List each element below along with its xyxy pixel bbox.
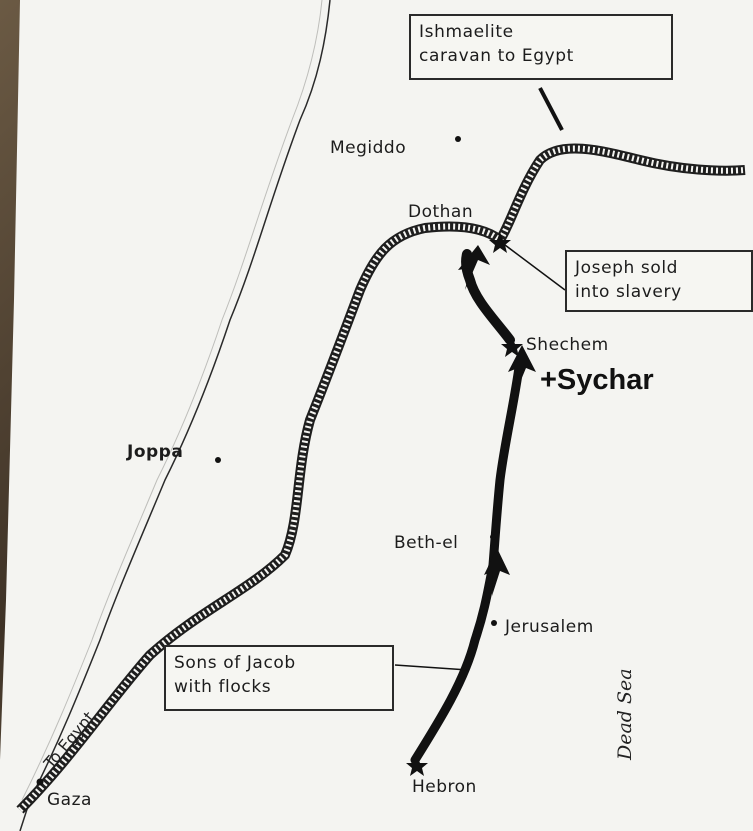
route-arrow-icon: [458, 245, 490, 290]
label-jerusalem: Jerusalem: [505, 617, 594, 637]
coastline: [19, 0, 331, 831]
callout-joseph-line2: into slavery: [575, 282, 682, 302]
callout-ishmaelite-line1: Ishmaelite: [419, 22, 514, 42]
bethel-dot-icon: [490, 534, 496, 540]
callout-sons-line2: with flocks: [174, 677, 272, 697]
callout-sons: Sons of Jacob with flocks: [164, 645, 394, 711]
shechem-star-icon: [501, 337, 523, 357]
label-bethel: Beth-el: [394, 533, 459, 553]
label-dead-sea: Dead Sea: [614, 668, 636, 760]
coastline-shade: [21, 0, 323, 801]
megiddo-dot-icon: [455, 136, 461, 142]
label-hebron: Hebron: [412, 777, 477, 797]
pointer-ishmaelite: [538, 87, 564, 131]
route-arrow-icon: [508, 345, 536, 392]
gaza-dot-icon: [36, 778, 44, 786]
label-sychar: +Sychar: [540, 364, 654, 396]
label-megiddo: Megiddo: [330, 138, 407, 158]
jacob-route: [410, 245, 536, 765]
dothan-star-icon: [489, 232, 511, 253]
label-dothan: Dothan: [408, 202, 474, 222]
jerusalem-dot-icon: [491, 620, 497, 626]
joppa-dot-icon: [215, 457, 221, 463]
callout-ishmaelite-line2: caravan to Egypt: [419, 46, 574, 66]
callout-sons-line1: Sons of Jacob: [174, 653, 296, 673]
hebron-star-icon: [406, 756, 428, 776]
label-gaza: Gaza: [47, 790, 92, 810]
callout-ishmaelite: Ishmaelite caravan to Egypt: [409, 14, 673, 80]
pointer-joseph: [504, 244, 566, 291]
pointer-sons: [394, 664, 469, 671]
caravan-route: [16, 143, 746, 814]
callout-joseph: Joseph sold into slavery: [565, 250, 753, 312]
route-arrow-icon: [484, 548, 510, 596]
label-shechem: Shechem: [526, 335, 609, 355]
label-joppa: Joppa: [127, 442, 184, 462]
callout-joseph-line1: Joseph sold: [575, 258, 679, 278]
